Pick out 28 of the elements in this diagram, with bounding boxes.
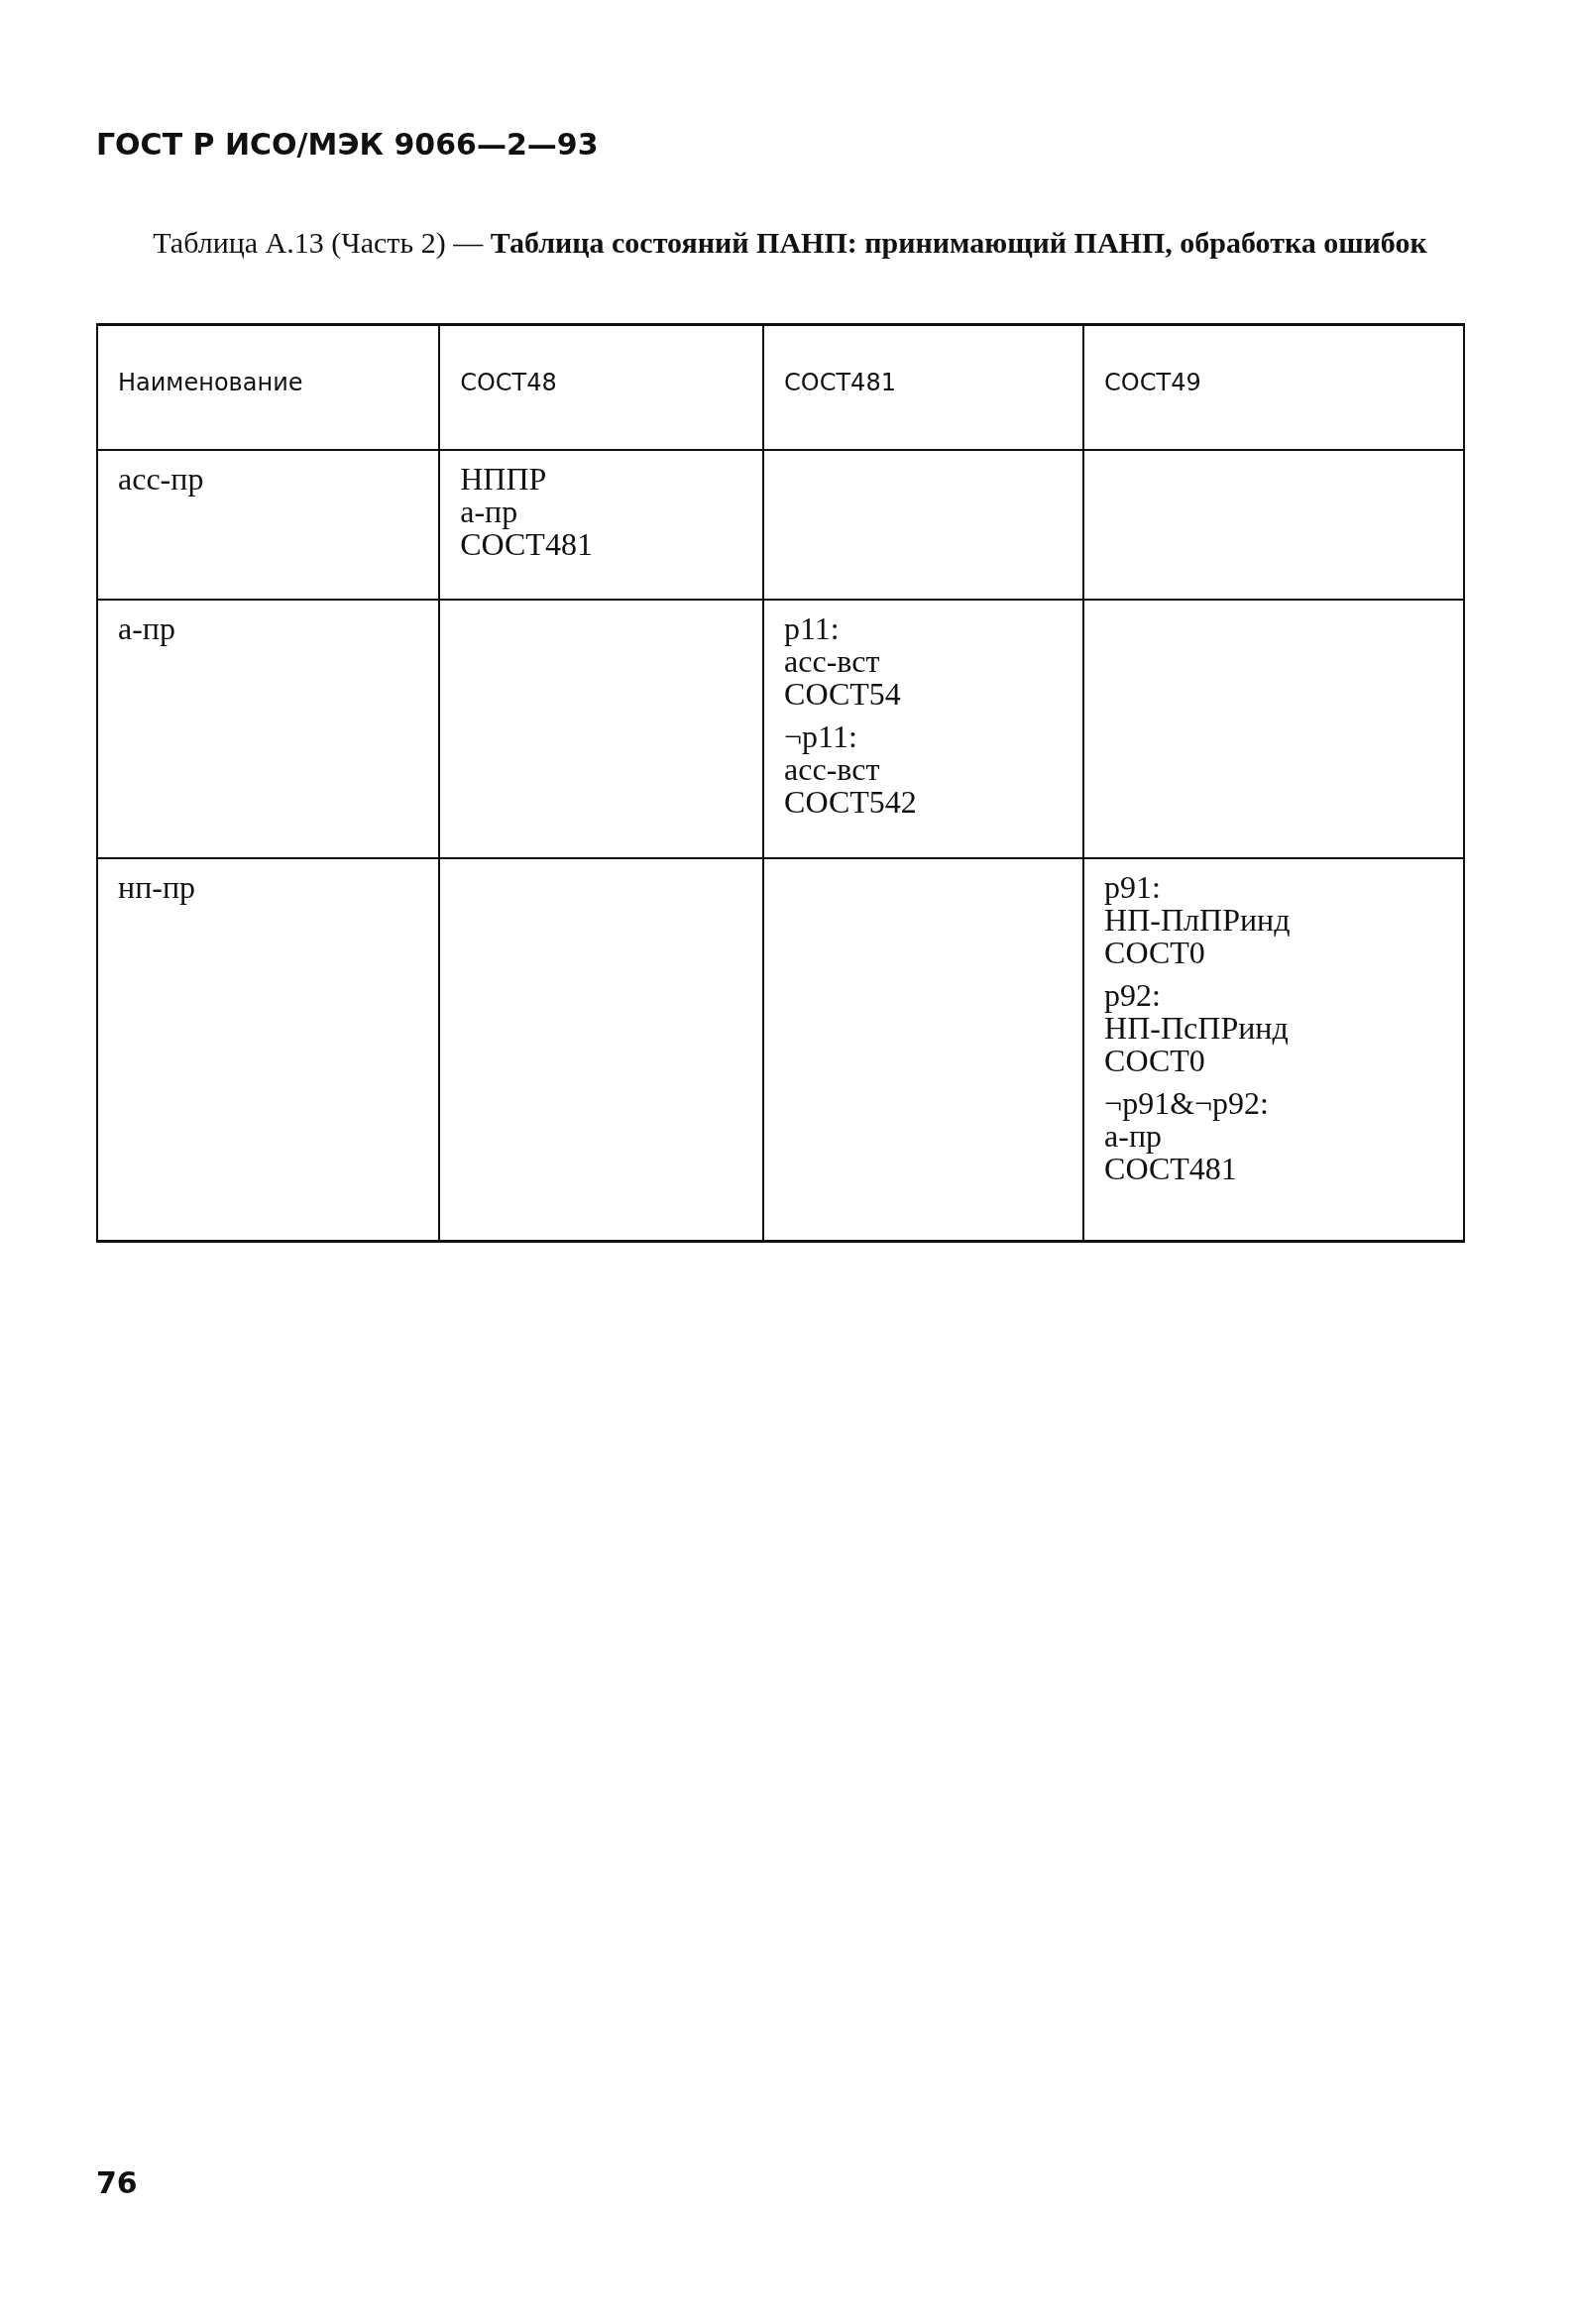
- cell-text: асс-вст: [784, 645, 880, 678]
- cell-text: СОСТ481: [460, 528, 593, 561]
- cell-text: СОСТ54: [784, 678, 901, 711]
- column-header: СОСТ48: [460, 367, 557, 398]
- cell-text: СОСТ542: [784, 786, 917, 819]
- cell-text: а-пр: [1104, 1120, 1163, 1153]
- cell-text: а-пр: [460, 496, 518, 528]
- cell-text: НППР: [460, 463, 547, 496]
- column-header: Наименование: [118, 367, 303, 398]
- row-header: а-пр: [118, 612, 175, 645]
- cell-text: ¬p11:: [784, 720, 857, 753]
- cell-text: СОСТ0: [1104, 937, 1205, 969]
- document-header: ГОСТ Р ИСО/МЭК 9066—2—93: [96, 127, 599, 162]
- row-header: нп-пр: [118, 871, 196, 904]
- row-header: асс-пр: [118, 463, 204, 496]
- cell-text: СОСТ481: [1104, 1153, 1237, 1185]
- cell-text: НП-ПлПРинд: [1104, 904, 1291, 937]
- column-header: СОСТ481: [784, 367, 896, 398]
- cell-text: ¬p91&¬p92:: [1104, 1087, 1269, 1120]
- page-number: 76: [96, 2165, 138, 2200]
- cell-text: p11:: [784, 612, 840, 645]
- table-title: Таблица А.13 (Часть 2) — Таблица состояний ПАНП: принимающий ПАНП, обработка ошибок: [152, 225, 1428, 261]
- cell-text: p92:: [1104, 979, 1161, 1012]
- cell-text: НП-ПсПРинд: [1104, 1012, 1289, 1045]
- cell-text: асс-вст: [784, 753, 880, 786]
- cell-text: p91:: [1104, 871, 1161, 904]
- cell-text: СОСТ0: [1104, 1045, 1205, 1077]
- column-header: СОСТ49: [1104, 367, 1201, 398]
